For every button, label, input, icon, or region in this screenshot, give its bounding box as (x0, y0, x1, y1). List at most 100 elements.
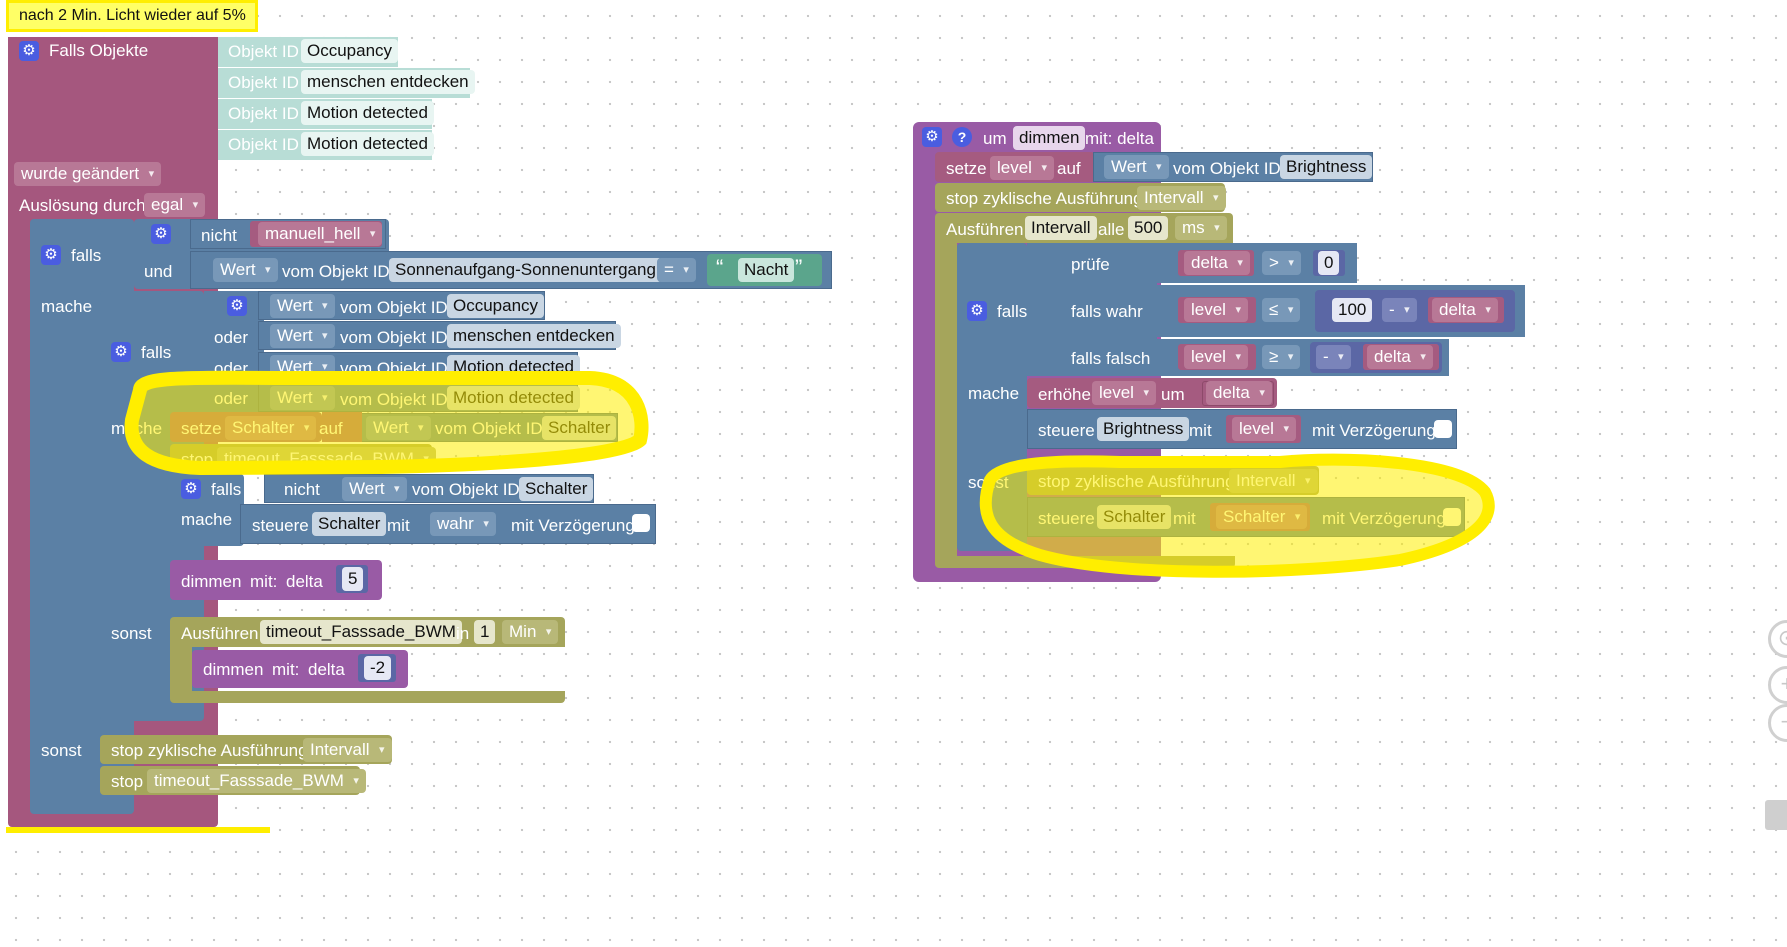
zoom-out-button[interactable]: − (1768, 704, 1787, 742)
object-id-value[interactable]: menschen entdecken (301, 70, 475, 94)
object-id-label: Objekt ID (228, 104, 299, 123)
number-field[interactable]: -2 (364, 656, 392, 680)
gear-icon[interactable]: ⚙ (181, 479, 201, 499)
operator-dropdown[interactable]: - (1316, 345, 1351, 369)
increment-by-label: um (1161, 385, 1185, 404)
stop-interval-label: stop zyklische Ausführung (1038, 472, 1235, 491)
object-field[interactable]: menschen entdecken (447, 324, 621, 348)
check-label: prüfe (1071, 255, 1110, 274)
operator-dropdown[interactable]: ≥ (1262, 345, 1301, 369)
gear-icon[interactable]: ⚙ (922, 127, 942, 147)
increment-label: erhöhe (1038, 385, 1091, 404)
triggered-by-dropdown[interactable]: egal (144, 193, 206, 217)
gear-icon[interactable]: ⚙ (41, 245, 61, 265)
set-to-label: auf (319, 419, 343, 438)
object-field[interactable]: Sonnenaufgang-Sonnenuntergang (389, 258, 662, 282)
zoom-center-button[interactable]: ⊙ (1768, 620, 1787, 658)
object-id-value[interactable]: Motion detected (301, 132, 434, 156)
object-field[interactable]: Schalter (542, 416, 617, 440)
value-dropdown[interactable]: Wert (270, 324, 335, 348)
operator-dropdown[interactable]: = (657, 258, 696, 282)
procedure-name-field[interactable]: dimmen (1013, 126, 1086, 150)
object-id-value[interactable]: Motion detected (301, 101, 434, 125)
variable-dropdown[interactable]: delta (1184, 251, 1250, 275)
timer-field[interactable]: timeout_Fasssade_BWM (260, 620, 462, 644)
boolean-dropdown[interactable]: wahr (430, 512, 496, 536)
gear-icon[interactable]: ⚙ (227, 296, 247, 316)
operator-dropdown[interactable]: ≤ (1262, 298, 1301, 322)
object-field[interactable]: Motion detected (447, 355, 580, 379)
variable-dropdown[interactable]: delta (1432, 298, 1498, 322)
object-field[interactable]: Schalter (312, 512, 387, 536)
delay-checkbox[interactable] (632, 514, 650, 532)
else-label: sonst (41, 741, 82, 760)
value-dropdown[interactable]: Wert (270, 355, 335, 379)
object-field[interactable]: Schalter (519, 477, 594, 501)
object-field[interactable]: Brightness (1280, 155, 1373, 179)
gear-icon[interactable]: ⚙ (111, 342, 131, 362)
gear-icon[interactable]: ⚙ (19, 41, 39, 61)
interval-name-field[interactable]: Intervall (1025, 216, 1097, 240)
variable-dropdown[interactable]: Schalter (1216, 505, 1308, 529)
set-label: setze (181, 419, 222, 438)
number-field[interactable]: 100 (1332, 298, 1373, 322)
variable-dropdown[interactable]: level (1092, 381, 1156, 405)
variable-dropdown[interactable]: delta (1206, 381, 1272, 405)
trash-icon[interactable] (1765, 800, 1787, 830)
object-label: vom Objekt ID (340, 390, 448, 409)
procedure-with: mit: (272, 660, 300, 679)
value-dropdown[interactable]: Wert (270, 386, 335, 410)
variable-dropdown[interactable]: delta (1367, 345, 1433, 369)
number-field[interactable]: 5 (342, 567, 364, 591)
control-label: steuere (1038, 509, 1095, 528)
gear-icon[interactable]: ⚙ (151, 224, 171, 244)
variable-dropdown[interactable]: Schalter (225, 416, 317, 440)
operator-dropdown[interactable]: > (1262, 251, 1301, 275)
variable-dropdown[interactable]: level (1232, 417, 1296, 441)
operator-dropdown[interactable]: - (1382, 298, 1417, 322)
gear-icon[interactable]: ⚙ (967, 301, 987, 321)
help-icon[interactable]: ? (952, 127, 972, 147)
if-label: falls (211, 480, 242, 499)
exec-label: Ausführen (181, 624, 259, 643)
object-field[interactable]: Brightness (1097, 417, 1190, 441)
procedure-params: mit: delta (1085, 129, 1154, 148)
ternary-block[interactable] (1027, 243, 1157, 376)
object-field[interactable]: Occupancy (447, 294, 545, 318)
object-field[interactable]: Motion detected (447, 386, 580, 410)
and-label: und (144, 262, 173, 281)
object-label: vom Objekt ID (282, 262, 390, 281)
zoom-in-button[interactable]: + (1768, 666, 1787, 704)
variable-dropdown[interactable]: level (1184, 298, 1248, 322)
text-field[interactable]: Nacht (738, 258, 795, 282)
interval-dropdown[interactable]: Intervall (1137, 186, 1226, 210)
object-id-value[interactable]: Occupancy (301, 39, 399, 63)
interval-dropdown[interactable]: Intervall (303, 738, 392, 762)
unit-dropdown[interactable]: Min (502, 620, 559, 644)
variable-dropdown[interactable]: level (990, 156, 1054, 180)
timer-dropdown[interactable]: timeout_Fasssade_BWM (147, 769, 366, 793)
value-dropdown[interactable]: Wert (1104, 155, 1169, 179)
interval-dropdown[interactable]: Intervall (1229, 469, 1318, 493)
every-value-field[interactable]: 500 (1128, 216, 1169, 240)
unit-dropdown[interactable]: ms (1175, 216, 1227, 240)
delay-value-field[interactable]: 1 (474, 620, 496, 644)
delay-checkbox[interactable] (1443, 508, 1461, 526)
value-dropdown[interactable]: Wert (270, 294, 335, 318)
exec-interval-side (935, 243, 957, 559)
comment-note[interactable] (6, 0, 258, 32)
value-dropdown[interactable]: Wert (213, 258, 278, 282)
changed-dropdown[interactable]: wurde geändert (14, 162, 162, 186)
value-dropdown[interactable]: Wert (366, 416, 431, 440)
minus-icon: − (1780, 709, 1787, 734)
object-label: vom Objekt ID (340, 298, 448, 317)
delay-checkbox[interactable] (1434, 420, 1452, 438)
object-field[interactable]: Schalter (1097, 505, 1172, 529)
control-with: mit (1189, 421, 1212, 440)
variable-dropdown[interactable]: manuell_hell (258, 222, 383, 246)
value-dropdown[interactable]: Wert (342, 477, 407, 501)
timer-dropdown[interactable]: timeout_Fasssade_BWM (217, 447, 436, 471)
variable-dropdown[interactable]: level (1184, 345, 1248, 369)
object-id-label: Objekt ID (228, 135, 299, 154)
number-field[interactable]: 0 (1318, 251, 1340, 275)
